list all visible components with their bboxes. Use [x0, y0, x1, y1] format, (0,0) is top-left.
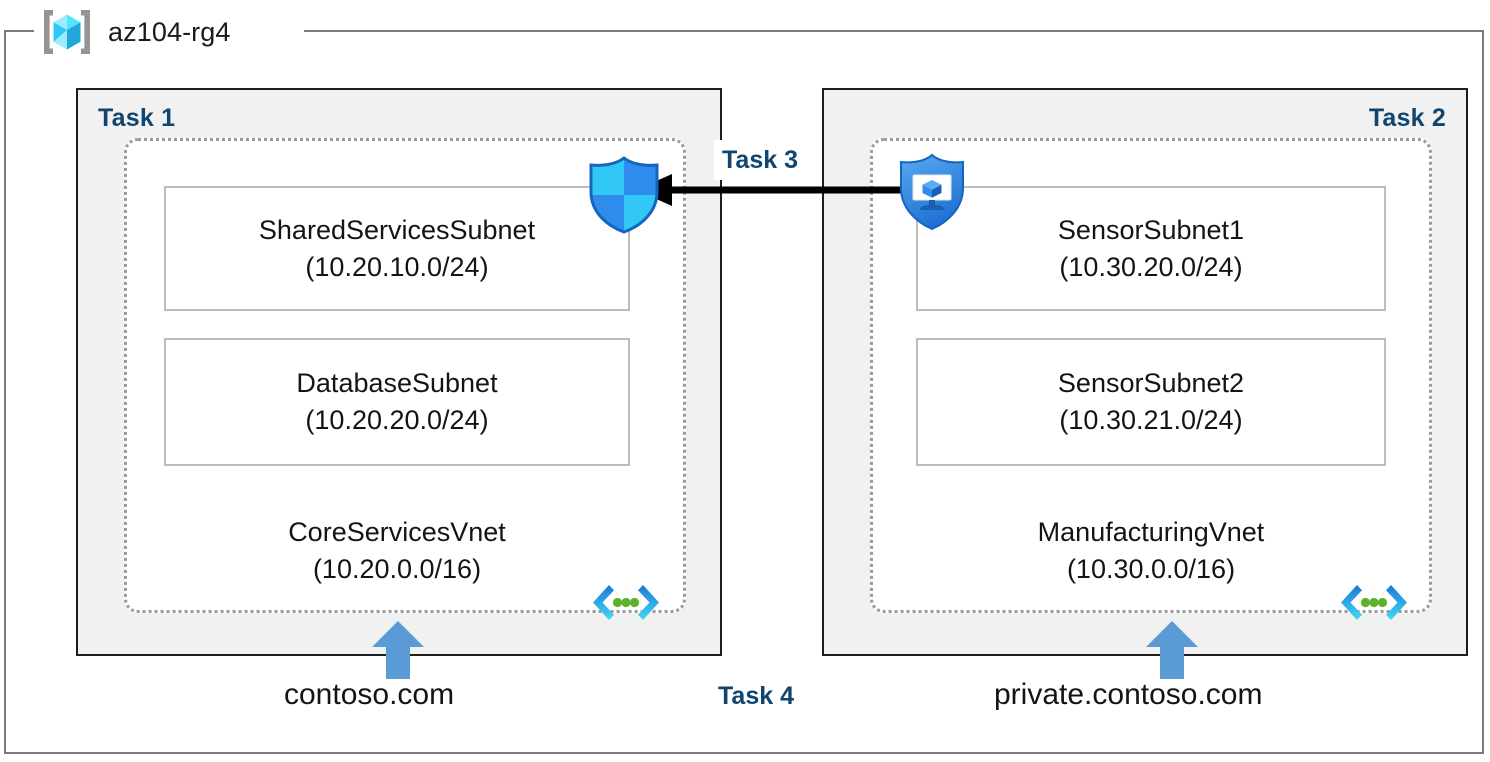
subnet-box-sensor2: SensorSubnet2 (10.30.21.0/24) [916, 338, 1386, 466]
up-arrow-icon-contoso [372, 621, 424, 679]
subnet-cidr: (10.30.21.0/24) [1059, 405, 1243, 435]
vnet-caption-manufacturing: ManufacturingVnet (10.30.0.0/16) [916, 514, 1386, 587]
task-label-1: Task 1 [98, 104, 176, 132]
resource-group-name: az104-rg4 [108, 16, 231, 47]
resource-group-header: az104-rg4 [40, 6, 230, 58]
up-arrow-icon-private-contoso [1146, 621, 1198, 679]
subnet-box-sensor1: SensorSubnet1 (10.30.20.0/24) [916, 186, 1386, 311]
subnet-name: SensorSubnet1 [1057, 214, 1245, 245]
subnet-name: DatabaseSubnet [296, 368, 498, 399]
security-shield-icon [585, 155, 663, 235]
resource-group-boundary [4, 30, 1484, 754]
azure-resource-group-cube-icon [40, 7, 94, 57]
virtual-network-icon [1340, 583, 1408, 627]
task-label-2: Task 2 [1368, 104, 1446, 132]
vnet-name: ManufacturingVnet [1037, 517, 1265, 547]
virtual-network-icon [592, 583, 660, 627]
dns-zone-label-contoso: contoso.com [284, 678, 455, 711]
subnet-cidr: (10.30.20.0/24) [1059, 251, 1243, 282]
subnet-box-database: DatabaseSubnet (10.20.20.0/24) [164, 338, 630, 466]
vnet-cidr: (10.20.0.0/16) [312, 553, 482, 584]
subnet-cidr: (10.20.20.0/24) [305, 405, 489, 435]
virtual-machine-shield-icon [896, 152, 968, 232]
task-label-4: Task 4 [718, 682, 794, 710]
subnet-name: SensorSubnet2 [1057, 368, 1245, 399]
vnet-name: CoreServicesVnet [288, 517, 506, 547]
task-label-3: Task 3 [722, 146, 798, 174]
subnet-name: SharedServicesSubnet [258, 214, 536, 245]
vnet-caption-coreservices: CoreServicesVnet (10.20.0.0/16) [164, 514, 630, 587]
dns-zone-label-private-contoso: private.contoso.com [994, 678, 1263, 711]
subnet-cidr: (10.20.10.0/24) [305, 251, 489, 282]
task3-label-backdrop [714, 140, 822, 180]
subnet-box-sharedservices: SharedServicesSubnet (10.20.10.0/24) [164, 186, 630, 311]
vnet-cidr: (10.30.0.0/16) [1066, 553, 1236, 584]
